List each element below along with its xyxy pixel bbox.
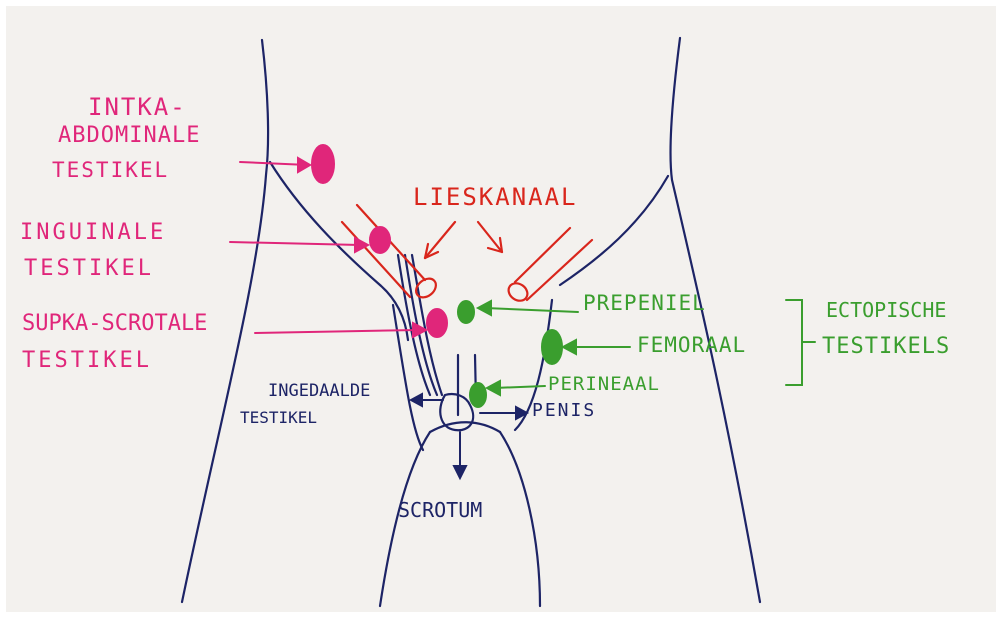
perineal-arrow-head	[487, 381, 500, 395]
femoral-arrow-head	[563, 340, 576, 354]
intra-arrow-head	[298, 158, 310, 172]
left-inguinal-canal-top	[357, 205, 425, 280]
descended-testis	[440, 394, 473, 430]
label-supra-line2: TESTIKEL	[22, 350, 152, 372]
label-femoraal: FEMORAAL	[637, 335, 746, 356]
scrotum-arrow-head	[454, 466, 466, 478]
left-groin-line	[270, 162, 408, 340]
intra-abdominal-testis	[312, 145, 334, 183]
perineal-testis	[470, 383, 486, 407]
label-supra-line1: SUPKA-SCROTALE	[22, 313, 207, 335]
label-penis: PENIS	[532, 402, 596, 420]
inguinal-arrow	[230, 242, 360, 245]
prepenile-testis	[458, 301, 474, 323]
right-body-outline	[670, 38, 760, 602]
descended-arrow-head	[411, 394, 422, 406]
label-intra-line2: ABDOMINALE	[58, 125, 200, 147]
lieskanaal-arrow-left	[425, 222, 455, 258]
label-ingedaalde-line1: INGEDAALDE	[268, 383, 370, 400]
femoral-testis	[542, 330, 562, 364]
right-inguinal-canal-top	[515, 228, 570, 282]
inguinal-testis	[370, 227, 390, 253]
prepenile-arrow-head	[478, 301, 491, 315]
label-intra-line1: INTKA-	[88, 95, 187, 119]
label-scrotum: SCROTUM	[398, 500, 482, 520]
supra-scrotal-testis	[427, 309, 447, 337]
scrotum-right-outline	[500, 432, 540, 606]
label-ingedaalde-line2: TESTIKEL	[240, 410, 317, 426]
label-lieskanaal: LIESKANAAL	[413, 185, 578, 209]
label-perineaal: PERINEAAL	[548, 375, 660, 394]
label-ectopische-line1: ECTOPISCHE	[826, 300, 946, 320]
label-ectopische-line2: TESTIKELS	[822, 336, 950, 358]
prepenile-arrow	[485, 308, 578, 312]
label-inguinal-line2: TESTIKEL	[24, 258, 154, 280]
label-inguinal-line1: INGUINALE	[20, 222, 166, 244]
ectopic-bracket	[786, 300, 815, 385]
scrotum-top-outline	[430, 422, 500, 432]
supra-arrow	[255, 330, 418, 333]
label-intra-line3: TESTIKEL	[52, 160, 169, 181]
label-prepeniel: PREPENIEL	[583, 293, 706, 314]
